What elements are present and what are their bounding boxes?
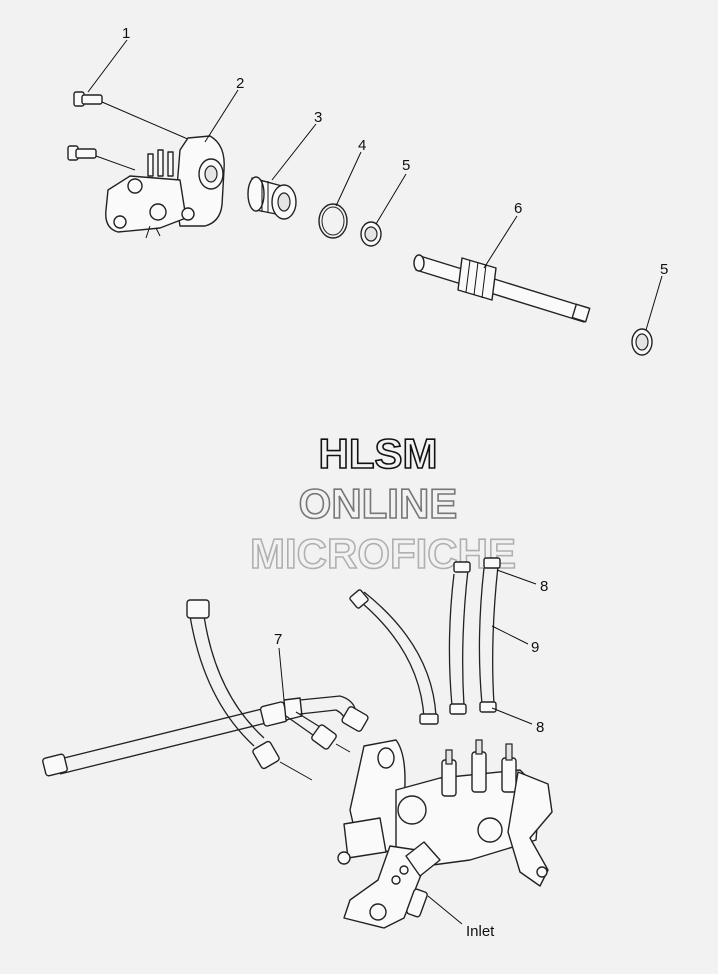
callout-5a: 5 [402,157,410,174]
callout-5b: 5 [660,261,668,278]
leader-1 [87,39,128,93]
oil-pump-body-lower [337,739,553,929]
washer-part-5-upper-hole [364,226,378,242]
leader-inlet [427,895,463,925]
leader-4 [335,151,362,207]
leader-6 [483,215,518,269]
bolt-part-1-upper [73,91,103,107]
leader-7-c [335,743,351,753]
callout-8a: 8 [540,578,548,595]
hose-assembly-part-7 [42,599,369,777]
leader-7 [278,647,285,701]
callout-7: 7 [274,631,282,648]
leader-8b [491,707,533,725]
leader-7-b [279,761,313,781]
watermark-line-3: MICROFICHE [250,530,516,577]
watermark: HLSM ONLINE MICROFICHE [249,429,517,578]
leader-5b [645,275,663,331]
leader-bolt-alignment [101,101,191,141]
leader-8a [496,569,537,585]
washer-part-5-lower-hole [635,333,649,351]
leader-bolt-alignment-2 [95,155,136,171]
bushing-part-3 [247,176,297,220]
callout-inlet: Inlet [466,923,495,940]
oil-pump-part-2 [105,135,225,239]
hose-clamps-part-8 [419,557,501,725]
callout-9: 9 [531,639,539,656]
watermark-line-2: ONLINE [299,480,458,527]
leader-5a [375,173,407,225]
callout-1: 1 [122,25,130,42]
callout-8b: 8 [536,719,544,736]
leader-2 [204,89,239,143]
hose-part-9 [349,565,499,719]
drive-shaft-part-6 [413,254,591,323]
o-ring-part-4 [318,203,348,239]
callout-2: 2 [236,75,244,92]
leader-3 [271,123,317,181]
leader-9 [491,625,529,645]
callout-4: 4 [358,137,366,154]
watermark-line-1: HLSM [319,430,438,477]
callout-3: 3 [314,109,322,126]
o-ring-part-4-inner [321,206,345,236]
callout-6: 6 [514,200,522,217]
bolt-part-1-lower [67,145,97,161]
